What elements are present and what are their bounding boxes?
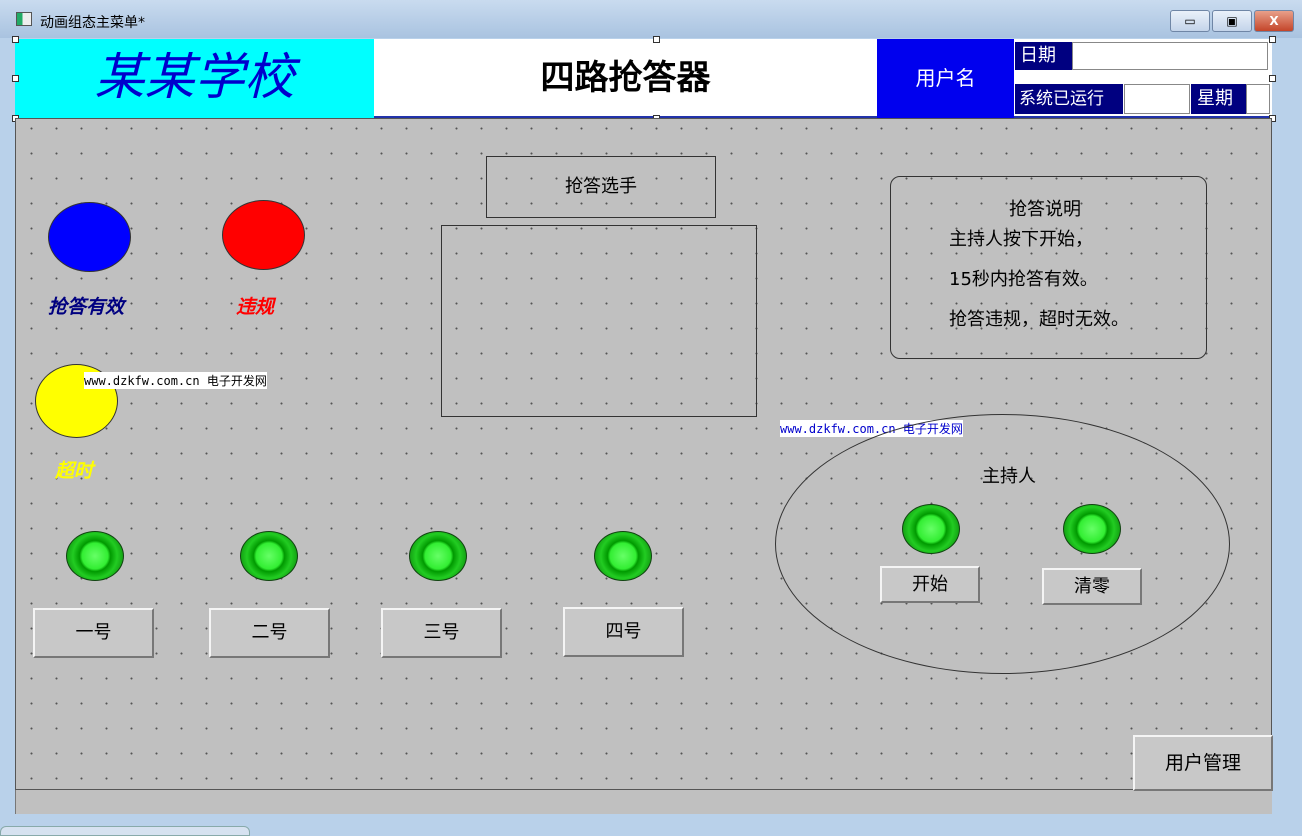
player-4-button[interactable]: 四号 [563, 607, 684, 657]
close-button[interactable]: X [1254, 10, 1294, 32]
page-title: 四路抢答器 [540, 58, 711, 98]
player-1-button[interactable]: 一号 [33, 608, 154, 658]
player-3-lamp [409, 531, 467, 581]
violation-label: 违规 [236, 296, 275, 318]
runtime-value [1124, 84, 1190, 114]
minimize-button[interactable]: ▭ [1170, 10, 1210, 32]
start-lamp [902, 504, 960, 554]
host-panel [775, 414, 1230, 674]
violation-indicator-lamp [222, 200, 305, 270]
watermark: www.dzkfw.com.cn 电子开发网 [84, 372, 267, 389]
player-2-button[interactable]: 二号 [209, 608, 330, 658]
contestant-display [441, 225, 757, 417]
instructions-line: 主持人按下开始， [949, 229, 1093, 250]
valid-indicator-lamp [48, 202, 131, 272]
status-strip [15, 790, 1272, 814]
selection-handle[interactable] [12, 36, 19, 43]
selection-handle[interactable] [1269, 36, 1276, 43]
window-title: 动画组态主菜单* [40, 15, 145, 31]
timeout-label: 超时 [55, 460, 94, 482]
header: 某某学校 四路抢答器 用户名 日期 系统已运行 星期 [15, 39, 1272, 118]
bottom-tab-bar [0, 826, 250, 836]
start-button[interactable]: 开始 [880, 566, 980, 603]
user-management-button[interactable]: 用户管理 [1133, 735, 1273, 791]
runtime-label: 系统已运行 [1015, 84, 1123, 114]
instructions-title: 抢答说明 [1009, 199, 1081, 220]
weekday-label: 星期 [1191, 84, 1246, 114]
school-name: 某某学校 [15, 39, 374, 118]
clear-lamp [1063, 504, 1121, 554]
player-3-button[interactable]: 三号 [381, 608, 502, 658]
valid-label: 抢答有效 [48, 296, 125, 318]
player-2-lamp [240, 531, 298, 581]
restore-button[interactable]: ▣ [1212, 10, 1252, 32]
player-1-lamp [66, 531, 124, 581]
username: 用户名 [877, 39, 1014, 118]
contestant-title: 抢答选手 [486, 156, 716, 218]
clear-button[interactable]: 清零 [1042, 568, 1142, 605]
date-value [1072, 42, 1268, 70]
selection-handle[interactable] [653, 36, 660, 43]
app-icon [16, 12, 32, 26]
host-label: 主持人 [982, 466, 1036, 487]
date-label: 日期 [1015, 42, 1072, 70]
instructions-line: 15秒内抢答有效。 [949, 269, 1098, 290]
instructions-line: 抢答违规，超时无效。 [949, 309, 1129, 330]
selection-handle[interactable] [1269, 75, 1276, 82]
instructions-panel: 抢答说明 主持人按下开始， 15秒内抢答有效。 抢答违规，超时无效。 [890, 176, 1207, 359]
selection-handle[interactable] [12, 75, 19, 82]
weekday-value [1246, 84, 1270, 114]
player-4-lamp [594, 531, 652, 581]
title-bar: 动画组态主菜单* ▭ ▣ X [0, 0, 1302, 38]
